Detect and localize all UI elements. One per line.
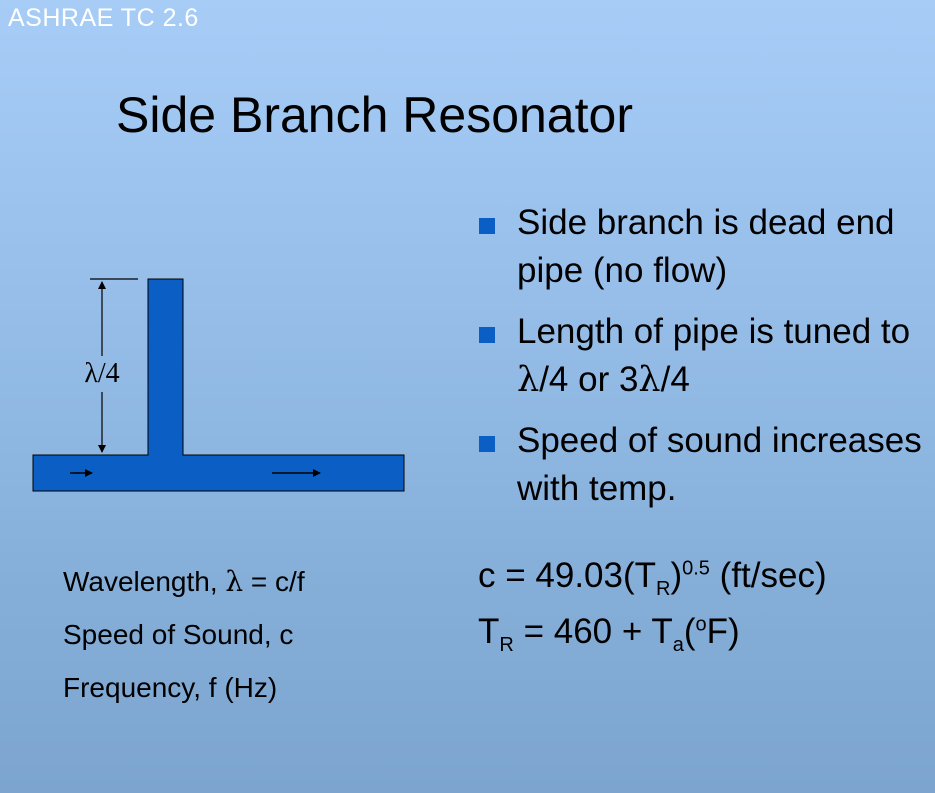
definitions: Wavelength, λ = c/f Speed of Sound, c Fr… (63, 555, 305, 714)
side-branch-pipe (147, 278, 184, 456)
dimension-label: λ/4 (84, 358, 119, 389)
bullet-text: Side branch is dead end pipe (no flow) (517, 203, 895, 290)
main-duct-pipe (32, 454, 405, 492)
square-bullet-icon (479, 436, 495, 452)
bullet-text: Length of pipe is tuned to λ/4 or 3λ/4 (517, 312, 911, 400)
slide-title: Side Branch Resonator (116, 87, 633, 143)
definition-frequency: Frequency, f (Hz) (63, 672, 278, 703)
bullet-text: Speed of sound increases with temp. (517, 421, 922, 508)
formula-speed-of-sound: c = 49.03(TR)0.5 (ft/sec) (478, 556, 827, 600)
header-tag: ASHRAE TC 2.6 (8, 4, 199, 32)
bullet-list: Side branch is dead end pipe (no flow) L… (476, 199, 926, 526)
bullet-item: Speed of sound increases with temp. (476, 417, 926, 513)
bullet-item: Side branch is dead end pipe (no flow) (476, 199, 926, 295)
definition-wavelength: Wavelength, λ = c/f (63, 565, 305, 598)
resonator-diagram: λ/4 (32, 278, 405, 492)
bullet-item: Length of pipe is tuned to λ/4 or 3λ/4 (476, 308, 926, 404)
definition-speed: Speed of Sound, c (63, 619, 294, 650)
square-bullet-icon (479, 218, 495, 234)
formula-rankine-temp: TR = 460 + Ta(oF) (478, 612, 740, 656)
square-bullet-icon (479, 327, 495, 343)
